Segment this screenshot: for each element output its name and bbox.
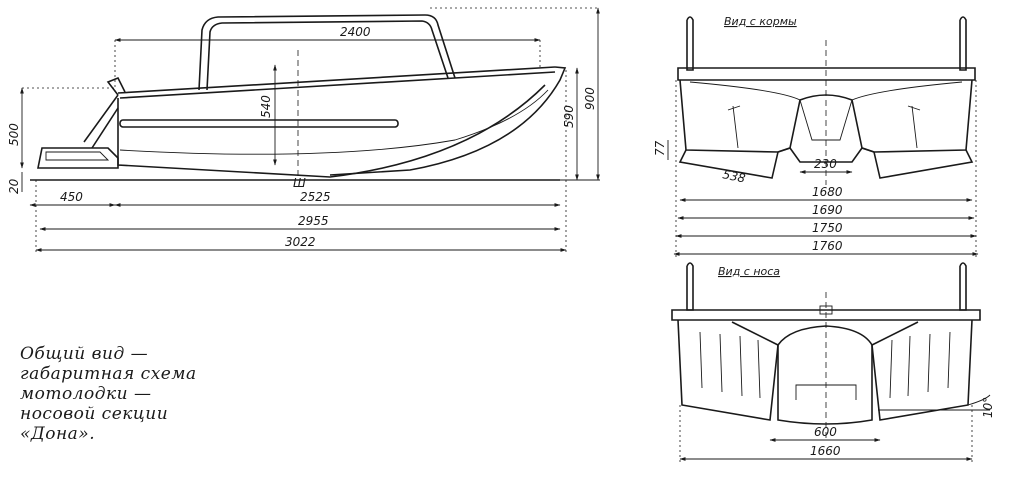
bow-hull-left — [677, 319, 779, 421]
dim-590: 590 — [562, 105, 576, 128]
stern-post-left — [686, 16, 694, 71]
seat-bracket-right — [907, 105, 921, 149]
bow-angle-arc — [967, 394, 991, 406]
bow-stem — [329, 66, 567, 176]
frame-mark: Ш — [293, 176, 306, 190]
stern-inner-line — [689, 81, 963, 101]
dim-2525: 2525 — [300, 190, 331, 204]
dim-1690: 1690 — [812, 203, 843, 217]
dim-2400: 2400 — [340, 25, 371, 39]
rub-strake — [119, 119, 399, 128]
dim-1680: 1680 — [812, 185, 843, 199]
dim-angle: 10° — [981, 397, 995, 418]
dim-1660: 1660 — [810, 444, 841, 458]
windshield-frame-inner — [206, 20, 449, 91]
dim-77: 77 — [653, 140, 667, 156]
bow-ribs-left — [699, 331, 761, 399]
dim-500: 500 — [7, 123, 21, 146]
caption-line: Общий вид — — [20, 344, 149, 364]
hull-bottom — [117, 84, 546, 178]
bow-hull-right — [871, 319, 973, 421]
hull-chine — [119, 89, 549, 155]
bow-view: Вид с носа 10° 600 1660 — [671, 262, 995, 464]
dim-900: 900 — [583, 87, 597, 110]
stern-step-right — [873, 149, 974, 179]
windshield-frame — [198, 14, 456, 91]
figure-caption: Общий вид — габаритная схема мотолодки —… — [20, 344, 250, 444]
dim-1760: 1760 — [812, 239, 843, 253]
dim-20: 20 — [7, 178, 21, 194]
dim-2955: 2955 — [298, 214, 329, 228]
dim-1750: 1750 — [812, 221, 843, 235]
motor-bracket — [83, 76, 126, 149]
stern-deck — [677, 67, 976, 81]
dim-600: 600 — [814, 425, 837, 439]
stern-step-left — [678, 149, 779, 179]
stern-view: Вид с кормы 77 538 230 1680 1690 1750 17 — [653, 15, 979, 258]
gunwale-line — [119, 71, 556, 99]
bow-post-left — [686, 262, 694, 311]
outboard-motor — [37, 147, 119, 169]
caption-line: носовой секции — [20, 404, 169, 424]
motor-lower — [45, 151, 110, 161]
dim-538: 538 — [721, 167, 747, 186]
side-view: Ш 2400 540 500 20 590 900 450 2525 2955 … — [7, 7, 600, 255]
caption-line: мотолодки — — [20, 384, 152, 404]
dim-230: 230 — [814, 157, 837, 171]
deck-line — [117, 66, 556, 94]
stern-view-title: Вид с кормы — [724, 15, 797, 28]
bow-view-title: Вид с носа — [718, 265, 780, 278]
dim-540-cockpit: 540 — [259, 95, 273, 118]
bow-ribs-right — [889, 331, 951, 399]
bow-post-right — [959, 262, 967, 311]
dim-450: 450 — [60, 190, 83, 204]
seat-bracket-left — [727, 105, 741, 149]
caption-line: «Дона». — [20, 424, 96, 444]
dim-3022: 3022 — [285, 235, 316, 249]
bow-deck — [671, 309, 981, 321]
caption-line: габаритная схема — [20, 364, 197, 384]
stern-post-right — [959, 16, 967, 71]
bow-opening — [777, 325, 873, 425]
